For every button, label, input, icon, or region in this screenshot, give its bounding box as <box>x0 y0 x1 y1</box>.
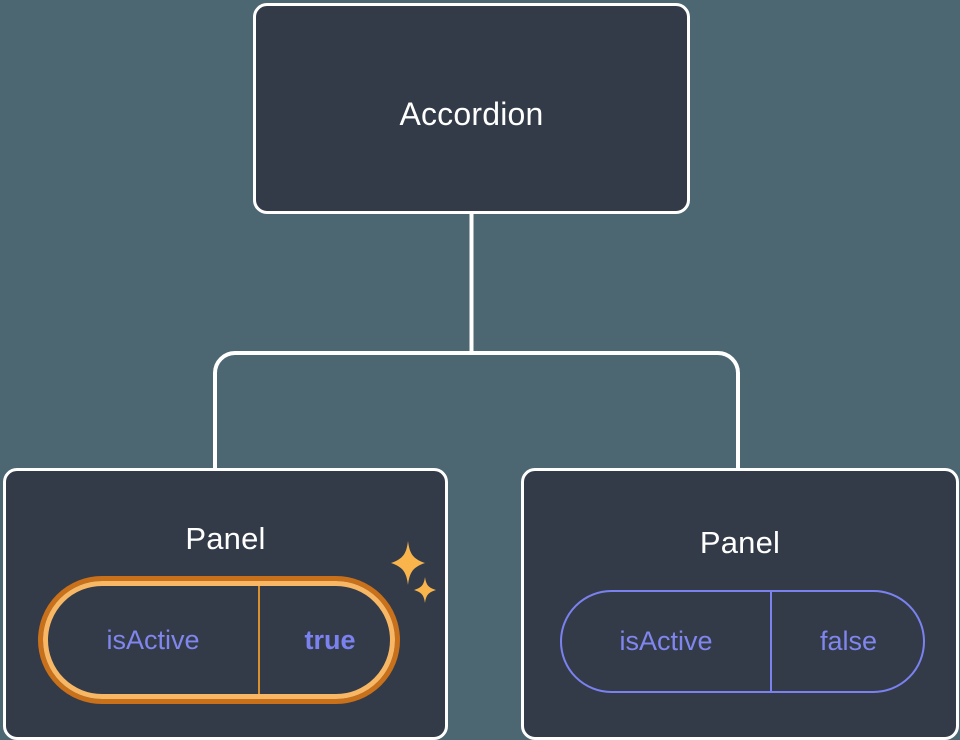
edge-branch-right <box>471 351 740 468</box>
prop-value-false: false <box>819 626 878 656</box>
sparkle-icon <box>414 577 436 603</box>
node-panel-left-label: Panel <box>185 521 266 556</box>
edge-branch-left <box>213 351 472 468</box>
prop-key-isactive: isActive <box>619 626 713 656</box>
prop-pill-isactive-true[interactable]: isActive true <box>38 576 400 704</box>
prop-key-isactive: isActive <box>106 624 200 655</box>
node-accordion[interactable]: Accordion <box>253 3 690 214</box>
prop-divider <box>770 592 772 691</box>
node-accordion-label: Accordion <box>399 96 544 132</box>
prop-value-true: true <box>304 624 356 655</box>
prop-pill-isactive-false[interactable]: isActive false <box>560 590 925 693</box>
node-panel-right-label: Panel <box>699 525 781 560</box>
sparkle-icon <box>391 541 425 585</box>
prop-divider <box>258 586 260 694</box>
prop-pill-ring: isActive true <box>43 581 395 699</box>
